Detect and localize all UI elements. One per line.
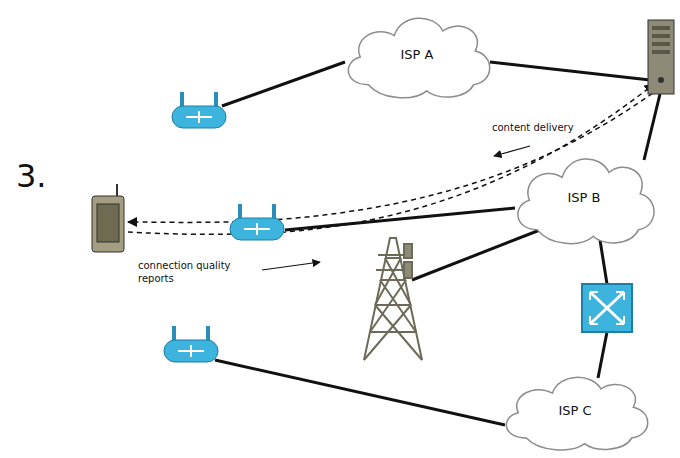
isp-name: ISP C bbox=[558, 403, 591, 418]
switch-icon bbox=[582, 284, 632, 332]
router-icon bbox=[172, 92, 226, 128]
isp-name: ISP A bbox=[401, 47, 434, 62]
network-links bbox=[215, 62, 660, 425]
isp-name: ISP B bbox=[568, 190, 601, 205]
link bbox=[215, 360, 505, 425]
router-icon bbox=[164, 326, 218, 362]
figure-number: 3. bbox=[16, 157, 47, 195]
link bbox=[644, 94, 660, 160]
isp-cloud: ISP A bbox=[336, 8, 498, 100]
link bbox=[600, 240, 607, 284]
link bbox=[490, 62, 650, 80]
router-icon bbox=[230, 204, 284, 240]
isp-cloud: ISP C bbox=[494, 368, 656, 452]
annotation-arrow bbox=[494, 146, 530, 156]
link bbox=[412, 228, 545, 280]
link bbox=[598, 332, 607, 378]
figure-number: 3. bbox=[16, 156, 47, 196]
isp-cloud: ISP B bbox=[506, 148, 662, 246]
link bbox=[285, 208, 515, 230]
annotation-text: connection quality reports bbox=[138, 260, 231, 284]
phone-icon bbox=[92, 184, 124, 252]
annotation-arrow bbox=[262, 262, 320, 270]
annotation-text: content delivery bbox=[492, 122, 574, 135]
content-flow bbox=[128, 88, 660, 222]
link bbox=[222, 62, 345, 106]
annotation-text: connection quality reports bbox=[138, 260, 250, 285]
server-icon bbox=[648, 20, 674, 94]
annotation-text: content delivery bbox=[492, 122, 574, 133]
cell-tower bbox=[364, 238, 422, 360]
